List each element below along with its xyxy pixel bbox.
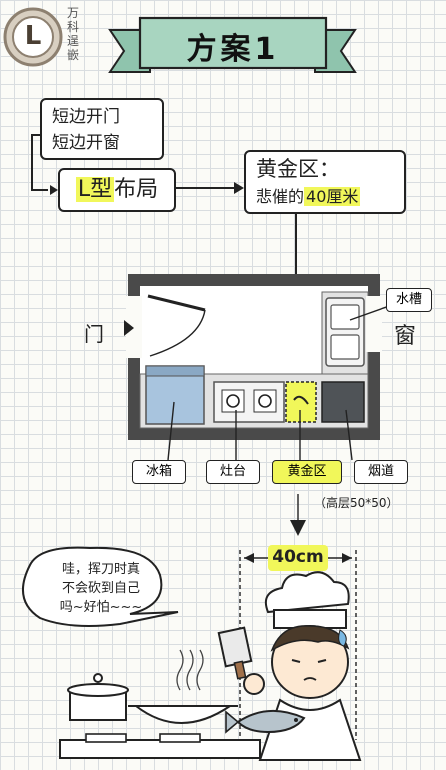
speech-line: 不会砍到自己 xyxy=(61,581,140,596)
measurement-marker xyxy=(239,545,357,740)
layout-suffix: 布局 xyxy=(114,177,159,202)
speech-bubble xyxy=(22,546,179,627)
speech-line: 哇，挥刀时真 xyxy=(61,562,140,577)
speech-text: 哇，挥刀时真 不会砍到自己 吗~好怕~~~ xyxy=(36,560,166,617)
stove-label: 灶台 xyxy=(206,460,260,484)
window-label: 窗 xyxy=(394,324,417,349)
notes-box: 短边开门 短边开窗 xyxy=(40,98,164,160)
logo-side-char: 万 xyxy=(66,6,79,20)
golden-line2-prefix: 悲催的 xyxy=(256,187,305,206)
cookware-drawing xyxy=(59,649,261,759)
logo-side-char: 科 xyxy=(66,20,79,34)
logo-side-text: 万 科 逞 嵌 xyxy=(64,6,82,62)
flue-note: （高层50*50） xyxy=(314,496,399,510)
flue-label: 烟道 xyxy=(354,460,408,484)
logo-letter: L xyxy=(24,21,42,51)
door-label: 门 xyxy=(84,322,104,346)
layout-highlight: L型 xyxy=(75,177,115,202)
layout-box: L型布局 xyxy=(58,168,176,212)
golden-label: 黄金区 xyxy=(272,460,342,484)
title-banner xyxy=(108,16,357,73)
note-line: 短边开门 xyxy=(52,107,120,127)
leader-lines xyxy=(167,304,393,520)
page-title: 方案1 xyxy=(186,32,280,67)
chef-drawing xyxy=(217,571,362,761)
connector-bracket xyxy=(31,134,48,191)
logo-side-char: 嵌 xyxy=(66,48,79,62)
logo-badge xyxy=(3,7,63,67)
speech-line: 吗~好怕~~~ xyxy=(59,600,143,615)
golden-line1: 黄金区： xyxy=(256,157,340,181)
floor-plan xyxy=(124,274,382,440)
golden-line2-highlight: 40厘米 xyxy=(304,187,361,206)
note-line: 短边开窗 xyxy=(52,133,120,153)
sink-label: 水槽 xyxy=(386,288,432,312)
fridge-label: 冰箱 xyxy=(132,460,186,484)
logo-side-char: 逞 xyxy=(66,34,79,48)
width-label: 40cm xyxy=(272,547,324,567)
